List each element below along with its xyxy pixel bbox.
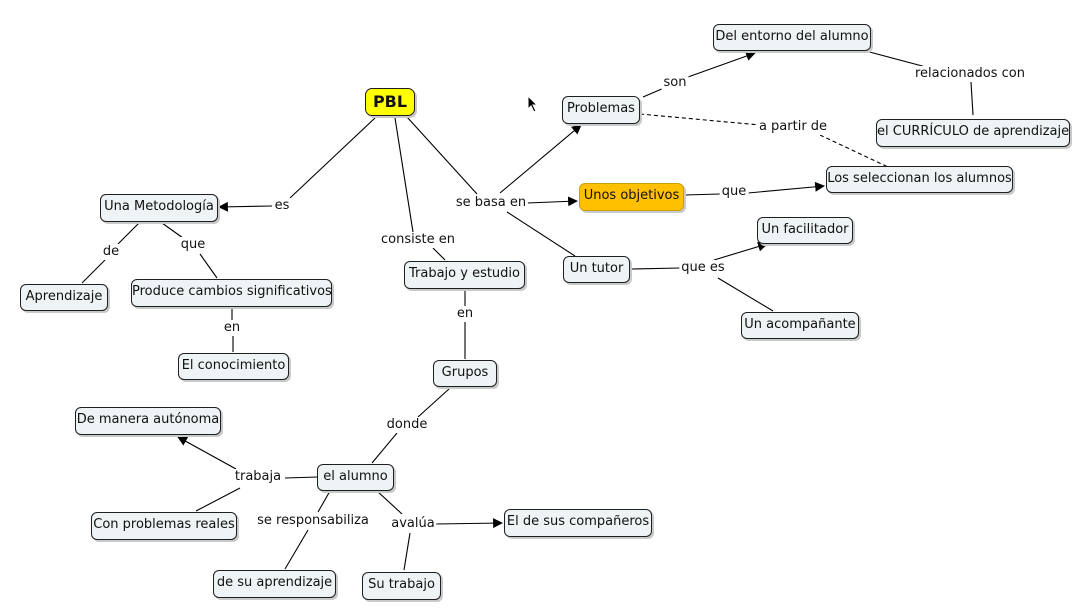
node-con-problemas-reales[interactable]: Con problemas reales [91,512,237,540]
node-grupos[interactable]: Grupos [433,360,497,387]
line-que-produce [199,253,218,279]
link-label-que-es: que es [679,260,727,276]
line-pbl-consiste [394,117,414,233]
line-consiste-trabajo [432,247,446,261]
link-label-trabaja: trabaja [232,469,284,485]
link-label-de: de [100,244,122,260]
line-son-entorno [687,51,756,78]
line-evalua-companeros [435,518,503,529]
mouse-cursor-icon [527,95,539,113]
link-label-que-produce: que [178,237,208,253]
line-trabaja-autonoma [177,436,237,470]
node-un-tutor[interactable]: Un tutor [563,256,630,283]
line-responsabiliza-aprendizaje [284,529,309,570]
node-unos-objetivos[interactable]: Unos objetivos [579,183,684,211]
line-objetivos-que [683,193,721,196]
line-apartir-seleccionan [819,134,889,168]
node-una-metodologia[interactable]: Una Metodología [100,194,218,222]
node-trabajo-estudio[interactable]: Trabajo y estudio [404,261,525,289]
node-aprendizaje[interactable]: Aprendizaje [20,284,108,311]
line-es-metodologia [218,201,273,212]
link-label-consiste-en: consiste en [379,232,457,248]
line-grupos-donde [417,388,450,418]
line-evalua-trabajo [403,532,411,571]
node-el-de-sus-companeros[interactable]: El de sus compañeros [504,509,652,537]
line-metodologia-de [117,222,140,245]
node-de-manera-autonoma[interactable]: De manera autónoma [75,407,221,435]
line-de-aprendizaje [81,259,106,284]
line-sebasa-tutor [506,211,576,257]
line-metodologia-que [161,222,184,239]
line-relacionados-curriculo [970,81,974,116]
line-sebasa-problemas [499,124,582,194]
node-su-trabajo[interactable]: Su trabajo [362,572,441,600]
line-tutor-quees [630,267,681,270]
line-problemas-apartir [639,113,761,126]
link-label-se-responsabiliza: se responsabiliza [255,513,371,529]
link-label-se-basa-en: se basa en [453,195,529,211]
link-label-en-grupos: en [454,306,476,322]
line-quees-facilitador [713,241,768,261]
line-pbl-sebasa [406,116,478,195]
link-label-es: es [272,198,292,214]
link-label-relacionados-con: relacionados con [912,66,1028,82]
link-label-a-partir-de: a partir de [756,119,830,135]
line-alumno-trabaja [284,476,319,479]
line-sebasa-objetivos [526,196,578,207]
line-alumno-responsabiliza [317,490,331,513]
line-que-seleccionan [747,181,825,194]
node-un-facilitador[interactable]: Un facilitador [757,217,853,244]
line-quees-acompanante [717,277,774,312]
node-problemas[interactable]: Problemas [562,96,640,124]
line-donde-alumno [371,432,398,464]
link-label-donde: donde [384,417,430,433]
link-label-que-objetivos: que [719,184,749,200]
node-el-conocimiento[interactable]: El conocimiento [178,353,289,380]
node-produce-cambios[interactable]: Produce cambios significativos [131,279,332,307]
node-los-seleccionan-los-alumnos[interactable]: Los seleccionan los alumnos [826,166,1013,193]
node-el-curriculo[interactable]: el CURRÍCULO de aprendizaje [876,119,1070,147]
link-label-en-conocimiento: en [221,320,243,336]
line-alumno-evalua [376,490,403,515]
node-de-su-aprendizaje[interactable]: de su aprendizaje [213,570,336,598]
link-label-son: son [661,75,689,91]
node-el-alumno[interactable]: el alumno [317,464,394,491]
line-trabaja-reales [195,487,241,512]
node-del-entorno-del-alumno[interactable]: Del entorno del alumno [713,24,871,51]
line-pbl-es [289,117,376,199]
link-label-evalua: avalúa [389,516,437,532]
line-entorno-relacionados [861,49,927,68]
line-problemas-son [642,87,665,98]
node-un-acompanante[interactable]: Un acompañante [741,312,859,339]
node-pbl[interactable]: PBL [365,88,415,116]
